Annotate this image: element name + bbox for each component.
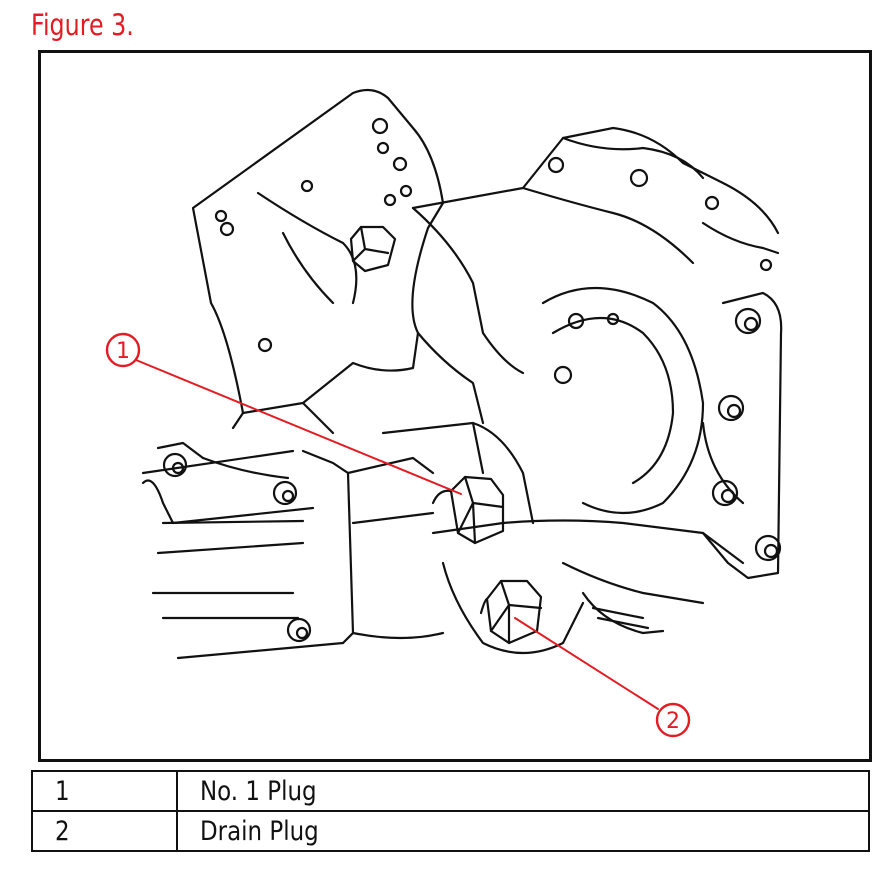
legend-label: No. 1 Plug <box>200 775 317 807</box>
differential-housing <box>541 287 705 515</box>
callout-2-number: 2 <box>666 709 680 734</box>
callout-1-leader <box>135 359 462 495</box>
legend-label-cell: Drain Plug <box>176 810 870 852</box>
axle-flange <box>701 291 783 580</box>
legend-number-cell: 1 <box>31 770 178 812</box>
transaxle-illustration: 1 2 <box>105 88 783 738</box>
legend-label-cell: No. 1 Plug <box>176 770 870 812</box>
drain-plug-hex <box>485 579 543 645</box>
callout-1-circle <box>105 332 141 368</box>
legend-row: 1 No. 1 Plug <box>31 770 870 812</box>
upper-bolt <box>349 225 397 273</box>
legend-table: 1 No. 1 Plug 2 Drain Plug <box>31 770 870 852</box>
callout-2-leader <box>514 617 659 710</box>
legend-number-cell: 2 <box>31 810 178 852</box>
legend-number: 2 <box>55 815 70 847</box>
legend-label: Drain Plug <box>200 815 319 847</box>
callout-1-number: 1 <box>116 339 130 364</box>
diagram-frame: 1 2 <box>38 50 872 762</box>
figure-title: Figure 3. <box>31 8 134 42</box>
legend-number: 1 <box>55 775 70 807</box>
axle-tube <box>141 449 315 525</box>
callout-2-circle <box>655 702 691 738</box>
legend-row: 2 Drain Plug <box>31 810 870 852</box>
no1-plug-hex <box>449 475 505 545</box>
mounting-bracket <box>191 88 445 415</box>
